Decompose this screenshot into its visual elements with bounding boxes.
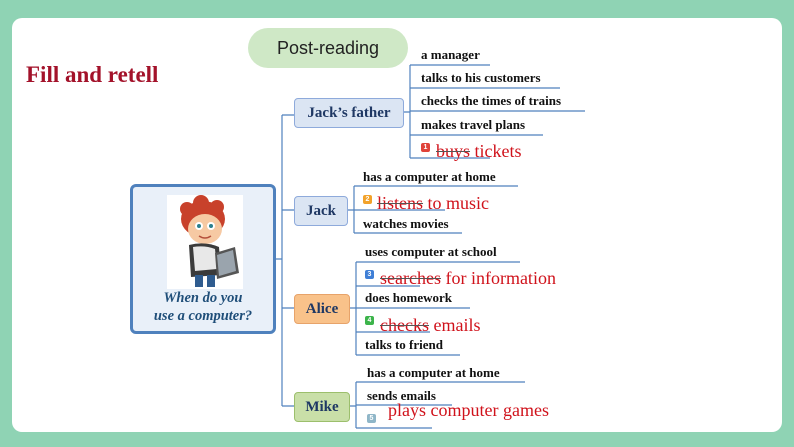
leaf-item: checks the times of trains [421,93,562,108]
answer-3-prefix: searches [380,268,441,288]
number-5-icon: 5 [367,414,376,423]
page-title: Fill and retell [26,62,159,87]
number-2-icon: 2 [363,195,372,204]
boy-with-laptop-illustration [167,195,243,289]
leaf-item: does homework [365,290,453,305]
leaf-item: talks to his customers [421,70,541,85]
answer-5: plays computer games [388,400,549,420]
answer-2-prefix: listens [377,193,424,213]
branch-mike[interactable]: Mike [294,392,350,422]
answer-3-rest: for information [440,268,556,288]
central-question-node: When do you use a computer? [130,184,276,334]
answer-4: checks emails [380,315,480,336]
leaf-item: a manager [421,47,480,62]
answer-1: buys tickets [436,141,522,162]
answer-2-rest: to music [423,193,490,213]
answer-3: searches for information [380,268,556,289]
number-1-icon: 1 [421,143,430,152]
branch-jack[interactable]: Jack [294,196,348,226]
central-question: When do you use a computer? [133,289,273,325]
question-line-1: When do you [163,290,243,306]
answer-1-rest: tickets [470,141,522,161]
leaf-item: sends emails [367,388,436,403]
answer-1-prefix: buys [436,141,471,161]
number-4-icon: 4 [365,316,374,325]
leaf-item: makes travel plans [421,117,525,132]
answer-4-rest: emails [428,315,481,335]
post-reading-tab[interactable]: Post-reading [248,28,408,68]
branch-jacks-father[interactable]: Jack’s father [294,98,404,128]
question-line-2: use a computer? [153,308,253,324]
leaf-item: has a computer at home [363,169,496,184]
answer-4-prefix: checks [380,315,429,335]
leaf-item: uses computer at school [365,244,497,259]
leaf-item: watches movies [363,216,449,231]
answer-2: listens to music [377,193,489,214]
branch-alice[interactable]: Alice [294,294,350,324]
number-3-icon: 3 [365,270,374,279]
leaf-item: has a computer at home [367,365,500,380]
leaf-item: talks to friend [365,337,443,352]
